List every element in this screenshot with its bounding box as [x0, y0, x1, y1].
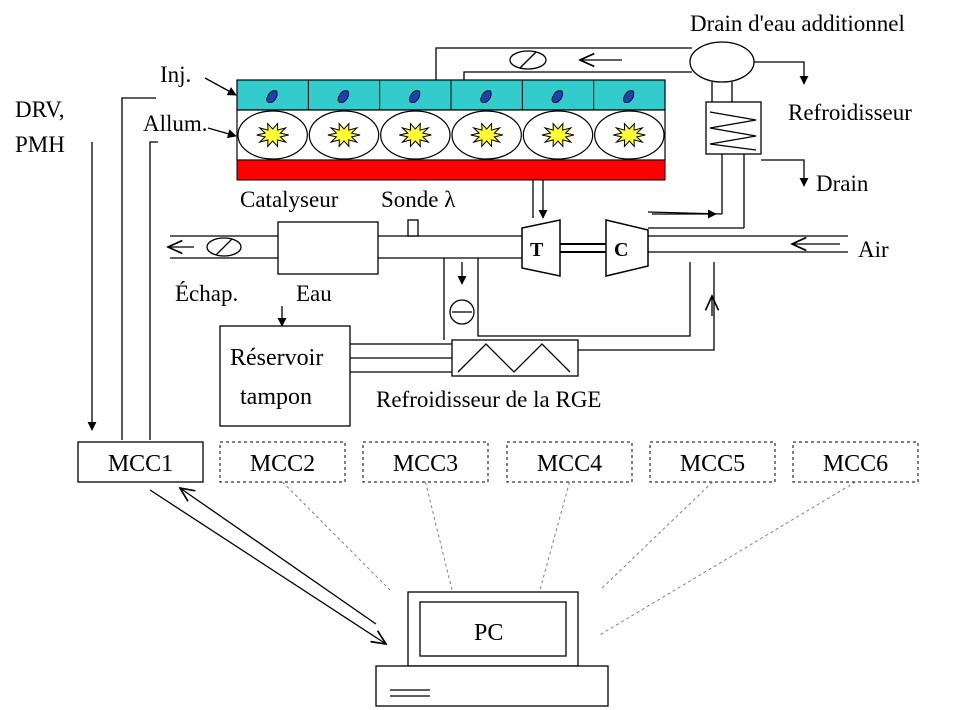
injector-drop-icon [622, 90, 635, 103]
exhaust-manifold [236, 159, 666, 181]
spark-icon [327, 122, 361, 148]
cylinders [237, 110, 665, 160]
arrow-inj [204, 77, 237, 96]
dashed-link [599, 481, 713, 591]
label-compresseur: C [614, 239, 628, 261]
mcc-unit-1: MCC1 [77, 441, 204, 483]
injector-drop-icon [266, 90, 278, 103]
mcc-unit-3: MCC3 [362, 441, 489, 483]
label-drain: Drain [816, 171, 869, 196]
mcc-label: MCC1 [108, 451, 173, 477]
mcc-label: MCC3 [393, 451, 458, 477]
compressor [605, 219, 649, 277]
pc [375, 591, 609, 707]
label-drain-additionnel: Drain d'eau additionnel [690, 11, 905, 36]
dashed-link [282, 481, 391, 591]
mcc-label: MCC5 [680, 451, 745, 477]
buffer-tank [219, 325, 351, 427]
lambda-probe [407, 219, 419, 237]
label-reservoir-2: tampon [240, 384, 312, 410]
mcc-unit-2: MCC2 [219, 441, 346, 483]
mcc-unit-6: MCC6 [792, 441, 919, 483]
spark-icon [399, 122, 432, 148]
dashed-link [425, 481, 453, 591]
mcc-unit-5: MCC5 [649, 441, 776, 483]
egr-path [350, 258, 714, 377]
spark-icon [541, 122, 575, 148]
label-air: Air [858, 237, 889, 262]
mcc-row: MCC1 MCC2 MCC3 MCC4 MCC5 MCC6 [77, 441, 919, 483]
spark-icon [470, 122, 503, 148]
air-intake [648, 235, 848, 253]
pc-screen [419, 601, 567, 657]
engine-block [236, 79, 666, 181]
turbo-lines [532, 180, 744, 229]
turbocharger: T C [521, 219, 649, 277]
catalyst [277, 221, 379, 275]
spark-icon [613, 122, 646, 148]
mcc-unit-4: MCC4 [506, 441, 633, 483]
injector-drop-icon [551, 90, 563, 103]
pc-base [375, 665, 609, 707]
dashed-link [597, 481, 856, 637]
label-turbine: T [530, 239, 544, 261]
cylinder-row [236, 109, 666, 161]
signal-lines [87, 97, 158, 440]
injector-drop-icon [408, 90, 421, 103]
exhaust-line [168, 219, 522, 275]
label-echap: Échap. [175, 281, 238, 306]
arrow-drain-additionnel [754, 61, 809, 85]
arrow-allum [207, 127, 237, 139]
spark-icon [256, 122, 289, 148]
label-drv: DRV, [15, 97, 65, 122]
mcc-label: MCC2 [250, 451, 315, 477]
turbine [521, 219, 561, 277]
injector-drop-icon [480, 90, 492, 103]
cooler [705, 82, 809, 228]
injector-drop-icon [337, 90, 349, 103]
label-catalyseur: Catalyseur [240, 187, 339, 212]
mcc-label: MCC4 [537, 451, 602, 477]
label-pc: PC [474, 620, 503, 646]
label-eau: Eau [296, 281, 332, 306]
top-loop-lines [435, 47, 692, 80]
mcc1-pc-links [149, 488, 386, 644]
label-allum: Allum. [143, 111, 208, 136]
dashed-links [282, 481, 856, 637]
injector-cells [266, 80, 635, 110]
label-pmh: PMH [15, 132, 65, 157]
water-separator [689, 41, 755, 83]
label-sonde: Sonde λ [381, 187, 456, 212]
label-reservoir-1: Réservoir [230, 345, 323, 371]
label-refroidisseur-rge: Refroidisseur de la RGE [376, 387, 601, 412]
mcc-label: MCC6 [823, 451, 888, 477]
dashed-link [539, 481, 570, 591]
label-refroidisseur: Refroidisseur [788, 100, 912, 125]
label-inj: Inj. [160, 62, 191, 87]
